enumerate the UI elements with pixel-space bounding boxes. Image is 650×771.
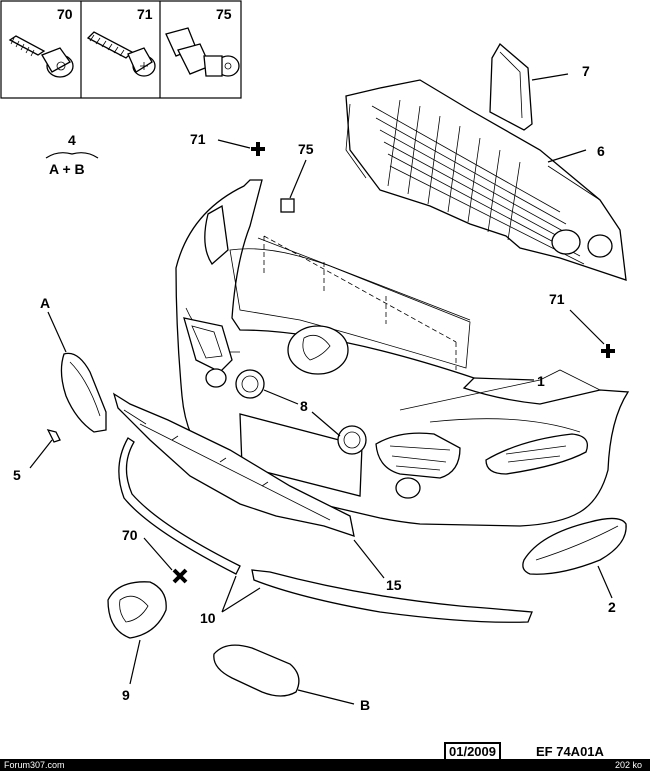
callout-71-top: 71 — [190, 131, 206, 147]
clip-5 — [46, 429, 61, 443]
callout-15: 15 — [386, 577, 402, 593]
fastener-markers — [172, 142, 615, 584]
callout-10: 10 — [200, 610, 216, 626]
sensors-8 — [235, 369, 367, 455]
callout-71-right: 71 — [549, 291, 565, 307]
callout-9: 9 — [122, 687, 130, 703]
bracket-7 — [489, 42, 533, 131]
file-size: 202 ko — [614, 760, 642, 770]
callout-8: 8 — [300, 398, 308, 414]
spoiler-15 — [112, 392, 355, 537]
callout-B: B — [360, 697, 370, 713]
callouts: 71 75 7 6 A 71 1 8 5 70 15 2 10 9 B — [13, 63, 616, 713]
callout-75: 75 — [298, 141, 314, 157]
cover-9 — [107, 581, 167, 639]
watermark: Forum307.com — [4, 760, 65, 770]
callout-5: 5 — [13, 467, 21, 483]
leader-lines — [29, 73, 613, 705]
trim-strips-10 — [118, 437, 533, 623]
screw-71-icon — [86, 31, 156, 77]
cover-B — [213, 644, 300, 697]
footer-bar — [0, 759, 650, 771]
legend-number-70: 70 — [57, 6, 73, 22]
legend-number-71: 71 — [137, 6, 153, 22]
callout-1: 1 — [537, 373, 545, 389]
callout-2: 2 — [608, 599, 616, 615]
group-label: 4 A + B — [45, 132, 99, 177]
screw-70-icon — [8, 35, 74, 78]
grille-6 — [345, 79, 627, 281]
cover-A — [60, 352, 107, 433]
callout-7: 7 — [582, 63, 590, 79]
callout-70: 70 — [122, 527, 138, 543]
reference-code: EF 74A01A — [536, 744, 604, 759]
bumper-1 — [175, 179, 630, 527]
group-number: 4 — [68, 132, 76, 148]
group-formula: A + B — [49, 161, 85, 177]
callout-A: A — [40, 295, 50, 311]
callout-6: 6 — [597, 143, 605, 159]
cover-2 — [522, 517, 627, 575]
clip-75-icon — [165, 27, 240, 77]
legend-number-75: 75 — [216, 6, 232, 22]
legend-panel: 70 71 75 — [0, 0, 242, 99]
